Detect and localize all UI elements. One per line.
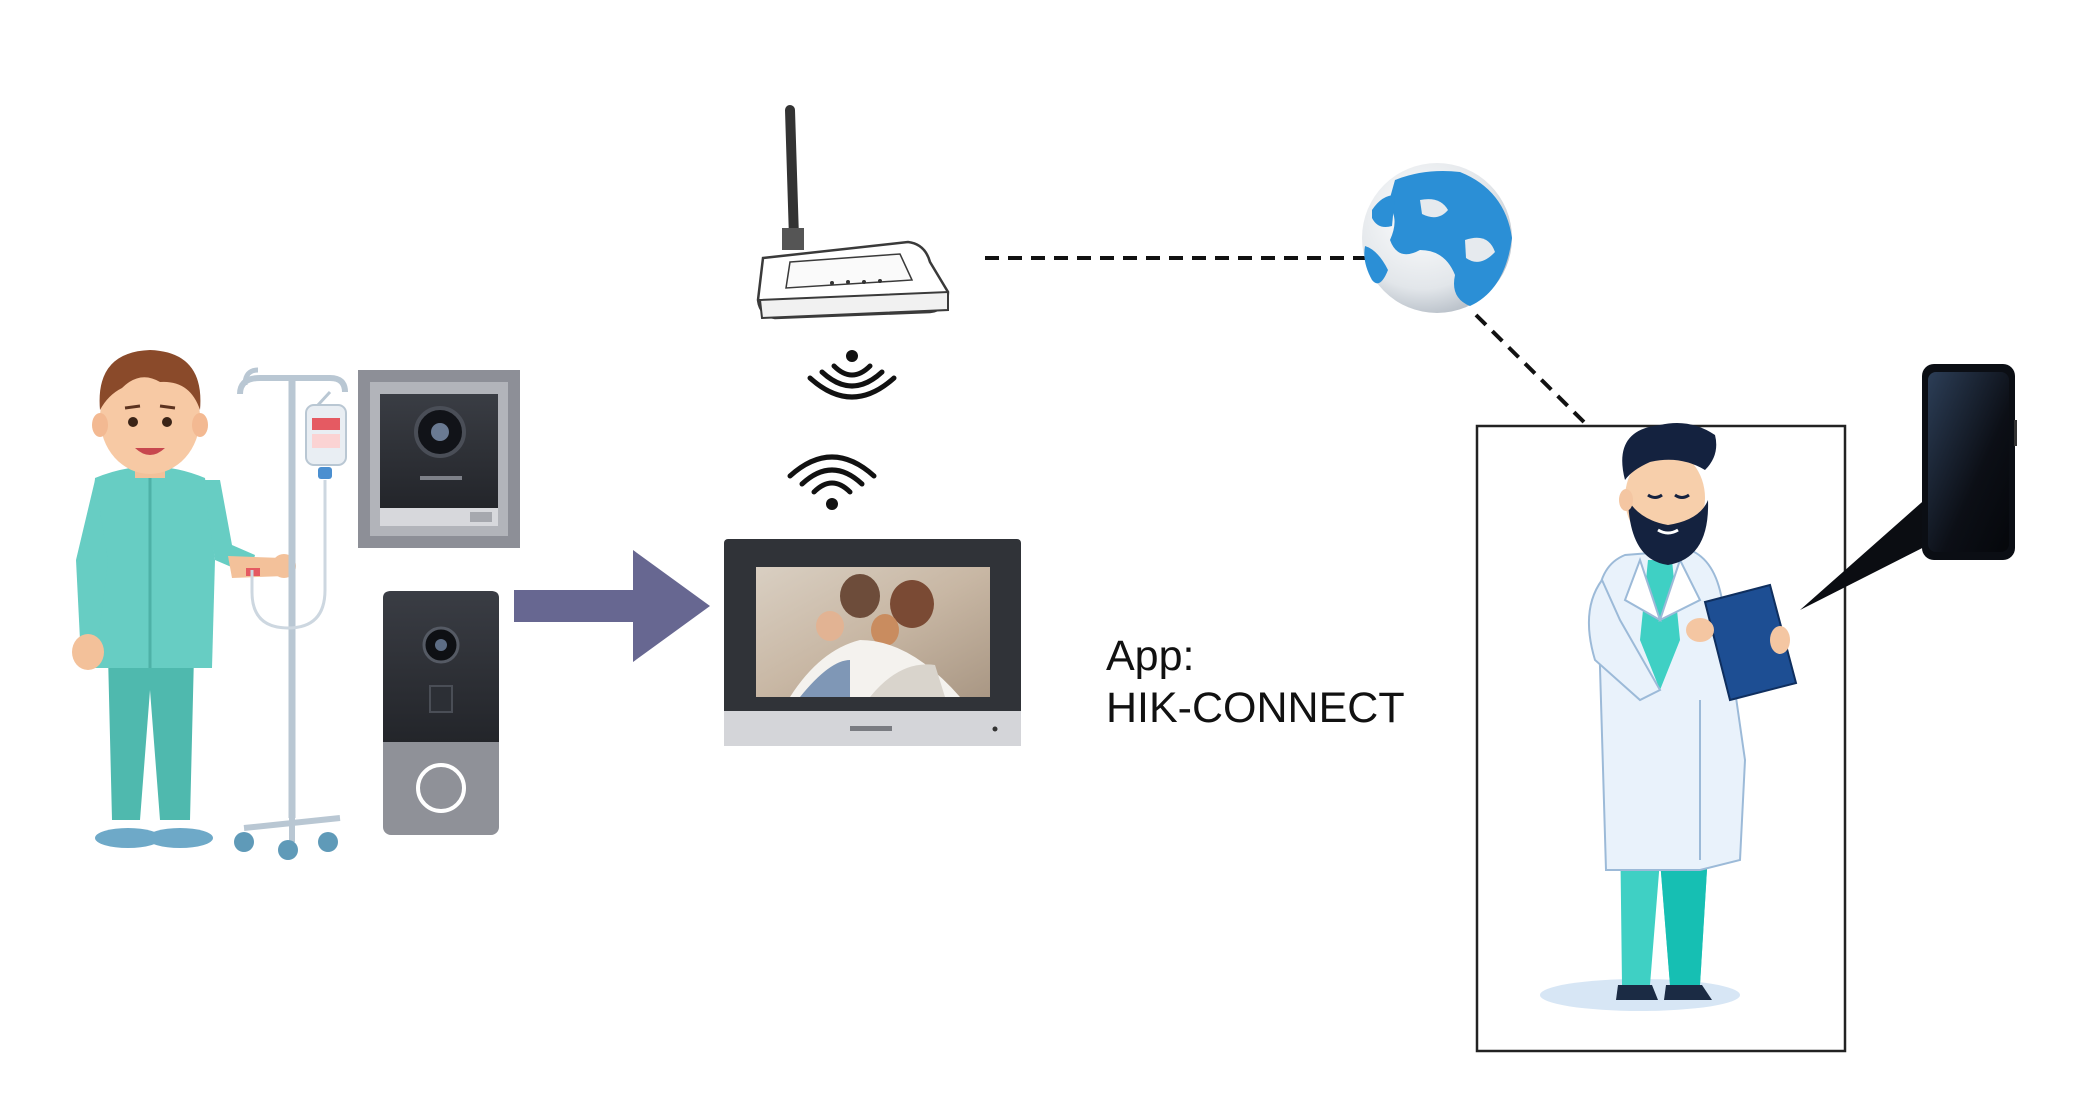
globe-icon — [1362, 163, 1512, 313]
doctor-figure-icon — [1540, 422, 1798, 1011]
wifi-signal-icon — [787, 454, 877, 510]
arrow-right-icon — [514, 550, 710, 662]
wifi-router-icon — [756, 105, 950, 320]
clipboard-icon — [1703, 583, 1798, 702]
app-label-line2: HIK-CONNECT — [1106, 684, 1405, 732]
wifi-signal-icon — [807, 350, 897, 400]
phone-zoom-callout — [1800, 495, 1948, 610]
video-doorbell-icon — [383, 591, 499, 835]
network-connection-lines — [985, 256, 1592, 430]
smartphone-icon — [1922, 364, 2017, 560]
app-label-line1: App: — [1106, 632, 1195, 680]
app-label: App: HIK-CONNECT — [1106, 630, 1426, 734]
door-station-camera-module-icon — [358, 370, 520, 548]
patient-figure-icon — [72, 350, 296, 848]
iv-drip-stand-icon — [234, 367, 348, 860]
indoor-monitor-icon — [724, 539, 1021, 746]
